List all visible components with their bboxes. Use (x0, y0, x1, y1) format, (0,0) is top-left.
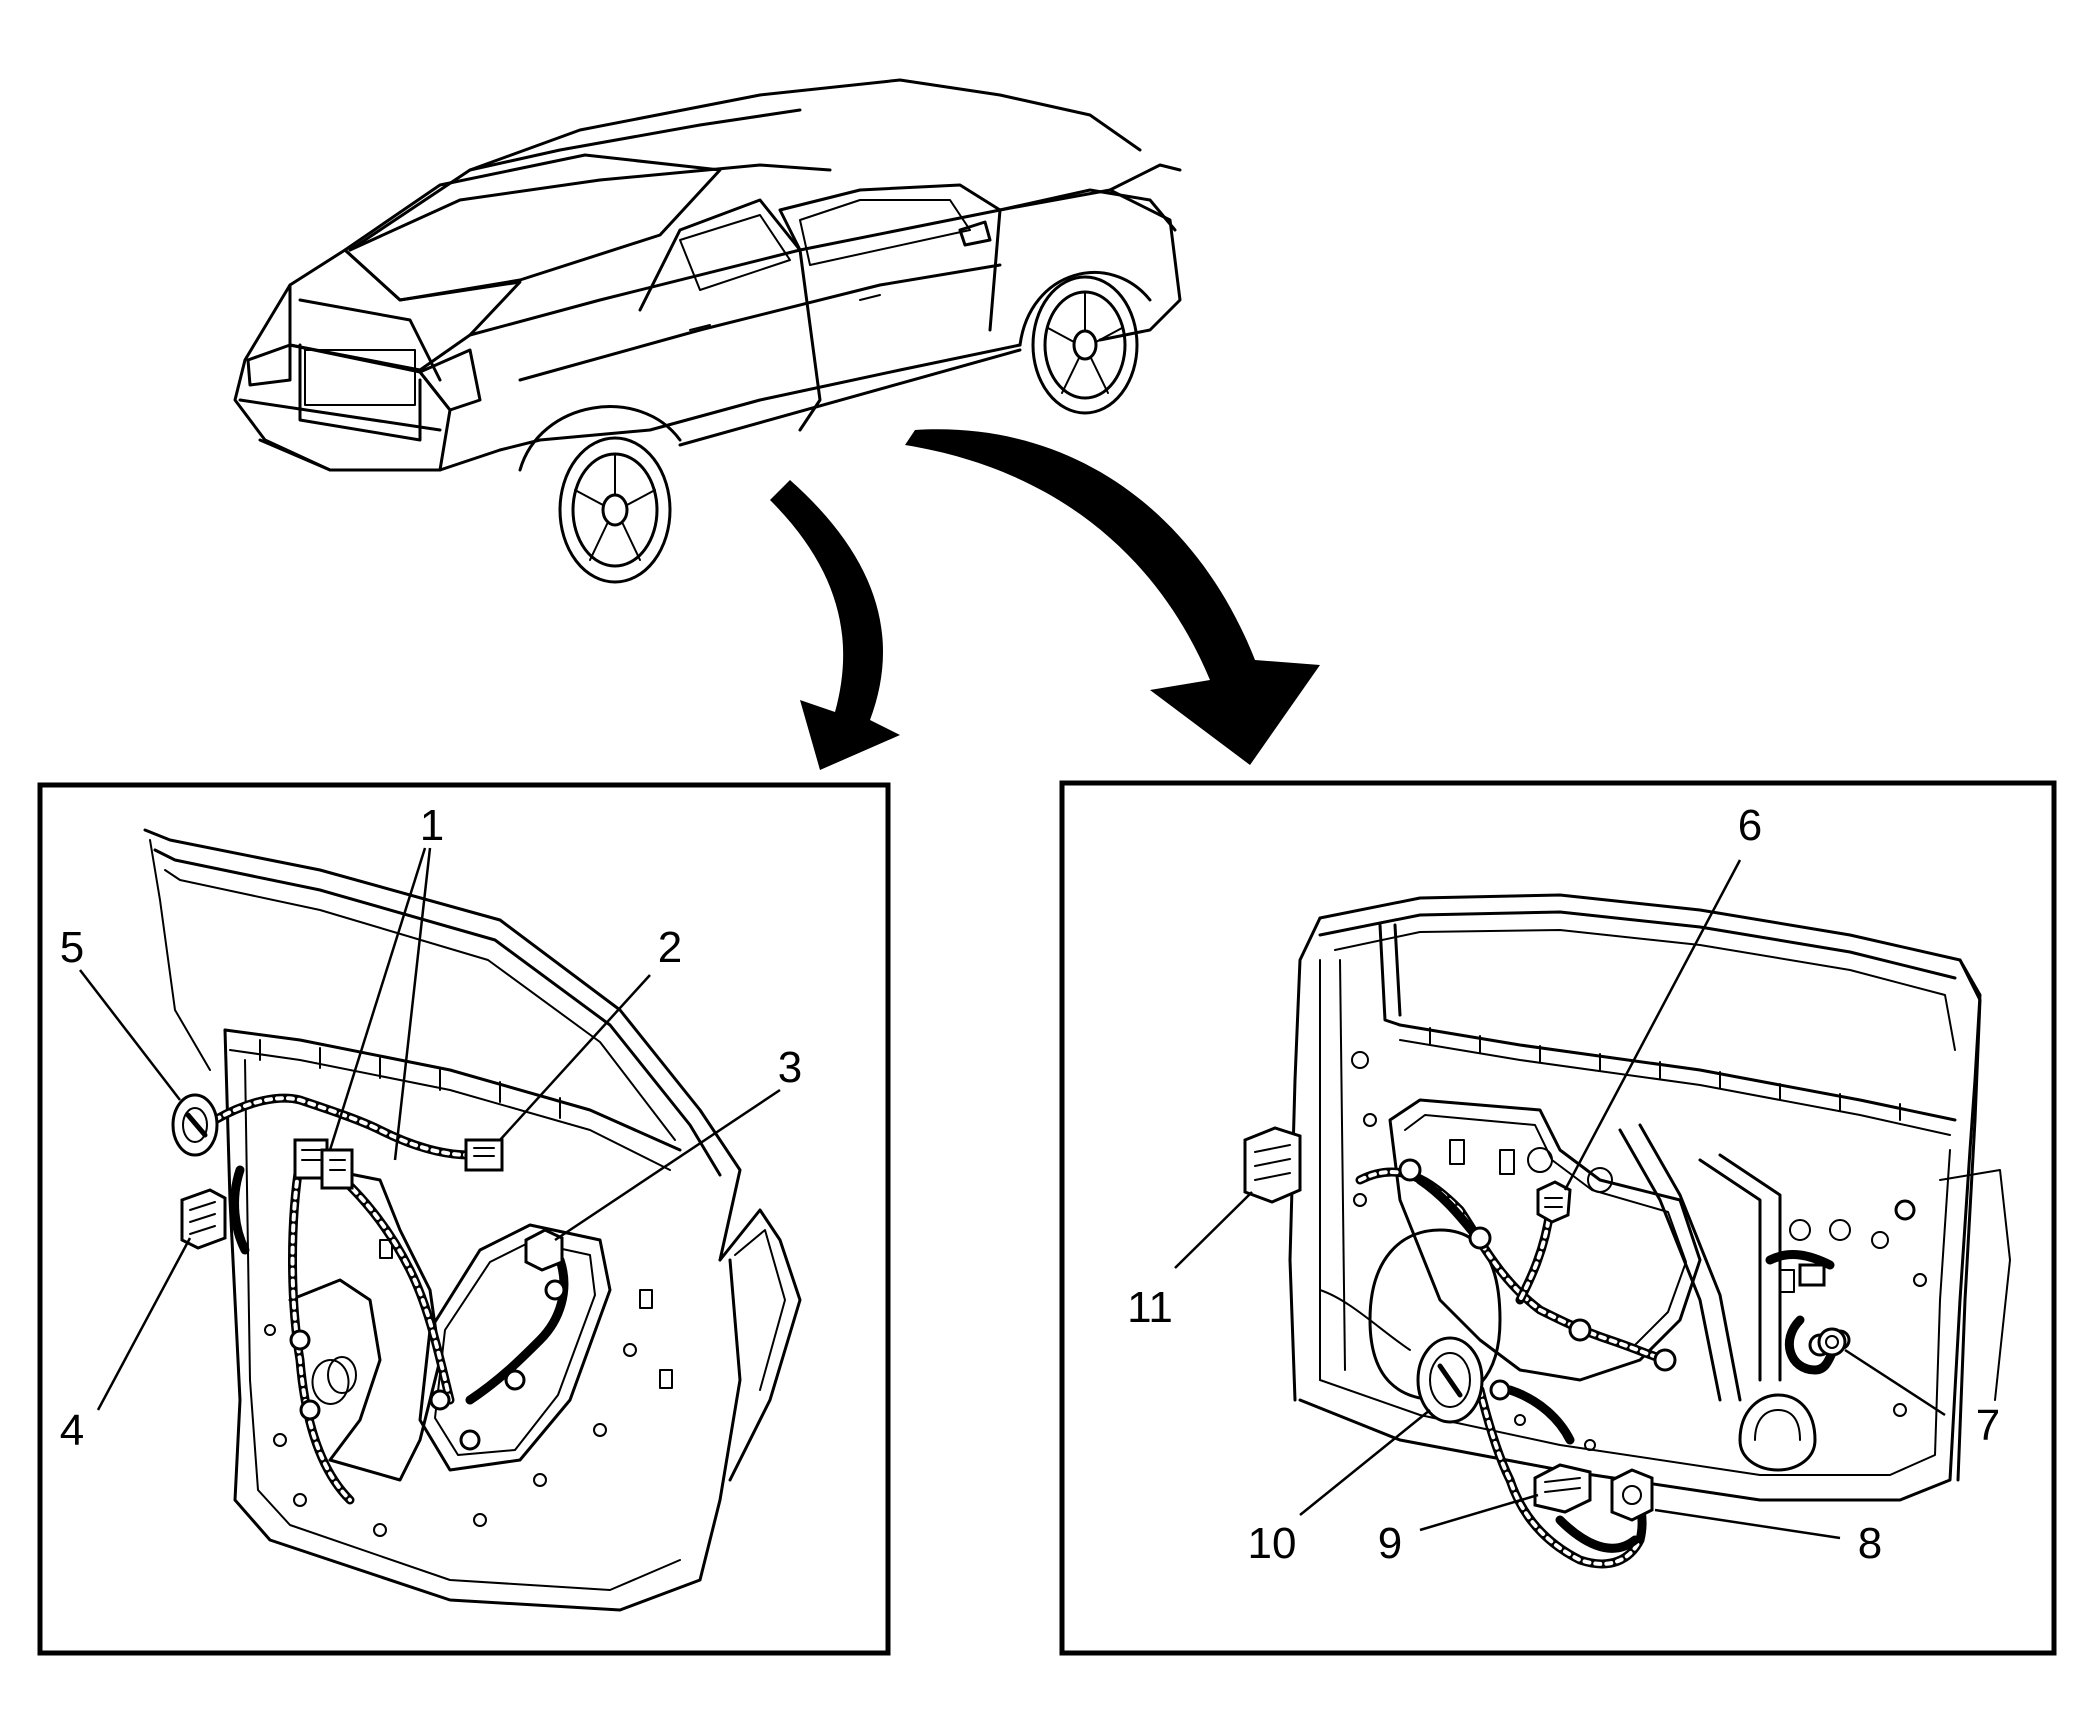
arrow-to-right-panel-icon (905, 429, 1320, 765)
leader-line-2 (499, 974, 651, 1141)
leader-line-4 (96, 1237, 192, 1411)
leader-line-3 (554, 1088, 781, 1242)
callout-10: 10 (1248, 1519, 1297, 1568)
leader-line-11 (1174, 1191, 1253, 1269)
callout-1: 1 (420, 801, 444, 850)
leader-line-7 (1844, 1348, 1946, 1417)
leader-line-6 (1563, 859, 1742, 1191)
callout-4: 4 (60, 1406, 84, 1455)
sedan-rear-three-quarter-icon (233, 78, 1182, 584)
callout-5: 5 (60, 923, 84, 972)
connector-4-icon (180, 1188, 227, 1250)
leader-line-8 (1654, 1508, 1841, 1540)
leader-line-10 (1299, 1409, 1431, 1516)
arrow-to-left-panel-icon (770, 480, 900, 770)
left-panel-frame (37, 782, 891, 1656)
callout-11: 11 (1127, 1283, 1173, 1332)
callout-2: 2 (658, 923, 682, 972)
connector-8-icon (1610, 1468, 1654, 1522)
connector-5-icon (171, 1093, 219, 1157)
connector-10-icon (1416, 1336, 1484, 1424)
leader-line-5 (79, 969, 181, 1101)
connector-2-icon (464, 1138, 504, 1172)
connector-11-icon (1243, 1126, 1302, 1204)
callout-7: 7 (1976, 1401, 2000, 1450)
callout-3: 3 (778, 1043, 802, 1092)
connector-9-icon (1533, 1463, 1592, 1514)
connector-6-icon (1536, 1180, 1572, 1224)
front-door-illustration (1288, 893, 2011, 1569)
rear-door-illustration (143, 828, 802, 1612)
leader-line-9 (1419, 1493, 1539, 1532)
callout-8: 8 (1858, 1519, 1882, 1568)
leader-line-1b (393, 847, 432, 1161)
connector-1-icon (293, 1138, 354, 1190)
connector-7-icon (1817, 1327, 1847, 1357)
connector-3-icon (524, 1228, 564, 1272)
callout-6: 6 (1738, 801, 1762, 850)
callout-9: 9 (1378, 1519, 1402, 1568)
leader-line-1a (328, 847, 427, 1151)
